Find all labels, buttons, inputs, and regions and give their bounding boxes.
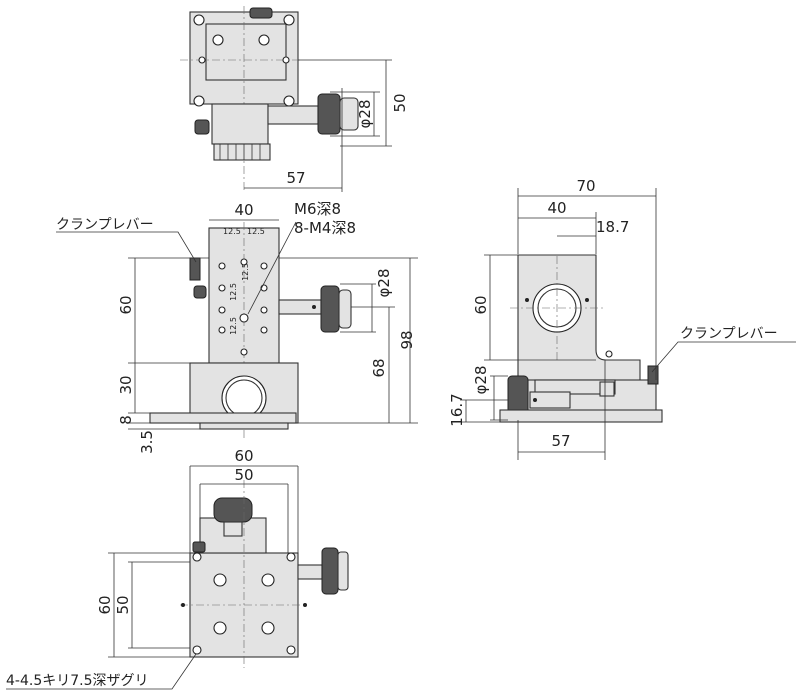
side-clamp-lever: [647, 365, 659, 385]
dim-bottom-inner-height: 50: [114, 595, 132, 614]
top-view-screw: [267, 105, 319, 125]
mount-hole: [193, 95, 205, 107]
pitch-v3: 12.5: [241, 263, 250, 281]
tap-hole: [240, 258, 248, 266]
tap-hole: [198, 56, 206, 64]
dim-bottom-inner-width: 50: [234, 466, 253, 484]
top-view-body: [211, 103, 269, 145]
top-view-lever: [194, 119, 210, 135]
tap-m4-label: 8-M4深8: [294, 219, 356, 237]
tap-hole: [260, 326, 268, 334]
front-view: 12.5 12.5 12.5 12.5 12.5 クランプレバー M6深8 8-…: [56, 200, 418, 454]
top-view-inner: [205, 23, 287, 81]
tap-hole: [213, 573, 227, 587]
mount-hole: [283, 14, 295, 26]
tap-hole: [260, 262, 268, 270]
tap-hole: [213, 621, 227, 635]
m6-hole: [239, 313, 249, 323]
dim-side-knob-height: 16.7: [448, 393, 466, 426]
top-view-knob: [317, 93, 341, 135]
front-view-column: [208, 227, 280, 364]
tap-m6-label: M6深8: [294, 200, 341, 218]
dim-bottom-outer-height: 60: [96, 595, 114, 614]
side-view-screw: [529, 391, 571, 409]
mount-hole: [283, 95, 295, 107]
dim-side-total-width: 70: [576, 177, 595, 195]
tap-hole: [260, 306, 268, 314]
clamp-lever-label-side: クランプレバー: [680, 326, 778, 342]
dim-front-knob-dia: φ28: [375, 269, 393, 298]
tap-hole: [218, 326, 226, 334]
dim-front-knob-height: 68: [370, 358, 388, 377]
tap-hole: [282, 56, 290, 64]
top-view: 50 φ28 57: [180, 6, 409, 192]
tap-hole: [218, 306, 226, 314]
mount-hole: [193, 14, 205, 26]
tap-hole: [261, 621, 275, 635]
dim-front-width: 40: [234, 201, 253, 219]
side-view: クランプレバー 70 40 18.7 60 φ28 16.7 57: [448, 177, 796, 460]
pitch-v2: 12.5: [229, 317, 238, 335]
dim-top-width: 57: [286, 169, 305, 187]
pitch-v1: 12.5: [229, 283, 238, 301]
dim-side-height: 60: [472, 295, 490, 314]
dim-front-upper: 60: [117, 295, 135, 314]
bottom-view-knob: [213, 497, 253, 523]
counterbore-label: 4-4.5キリ7.5深ザグリ: [6, 673, 149, 689]
dim-side-bottom: 57: [551, 432, 570, 450]
dim-front-lower: 30: [117, 375, 135, 394]
counterbore-hole: [286, 552, 296, 562]
pitch-b: 12.5: [247, 227, 265, 236]
pitch-a: 12.5: [223, 227, 241, 236]
front-clamp-lever: [189, 257, 201, 281]
dim-top-height: 50: [391, 93, 409, 112]
counterbore-hole: [286, 645, 296, 655]
dim-front-foot: 3.5: [138, 430, 156, 454]
tap-hole: [261, 573, 275, 587]
dim-side-offset: 18.7: [596, 218, 629, 236]
tap-hole: [218, 284, 226, 292]
dim-front-total: 98: [398, 330, 416, 349]
dim-side-column: 40: [547, 199, 566, 217]
dim-front-base: 8: [117, 415, 135, 425]
tap-hole: [218, 262, 226, 270]
tap-hole: [258, 34, 270, 46]
tap-hole: [240, 348, 248, 356]
dim-top-knob-dia: φ28: [356, 100, 374, 129]
bottom-view-side-knob: [321, 547, 339, 595]
bottom-view: 60 50 60 50 4-4.5キリ7.5深ザグリ: [6, 447, 349, 690]
top-clamp-lever: [249, 7, 273, 19]
top-view-base-knob: [213, 143, 271, 161]
counterbore-hole: [192, 552, 202, 562]
dim-side-knob-dia: φ28: [472, 366, 490, 395]
counterbore-hole: [192, 645, 202, 655]
front-view-knob: [320, 285, 340, 333]
tap-hole: [212, 34, 224, 46]
clamp-lever-label-front: クランプレバー: [56, 217, 154, 233]
dim-bottom-outer-width: 60: [234, 447, 253, 465]
